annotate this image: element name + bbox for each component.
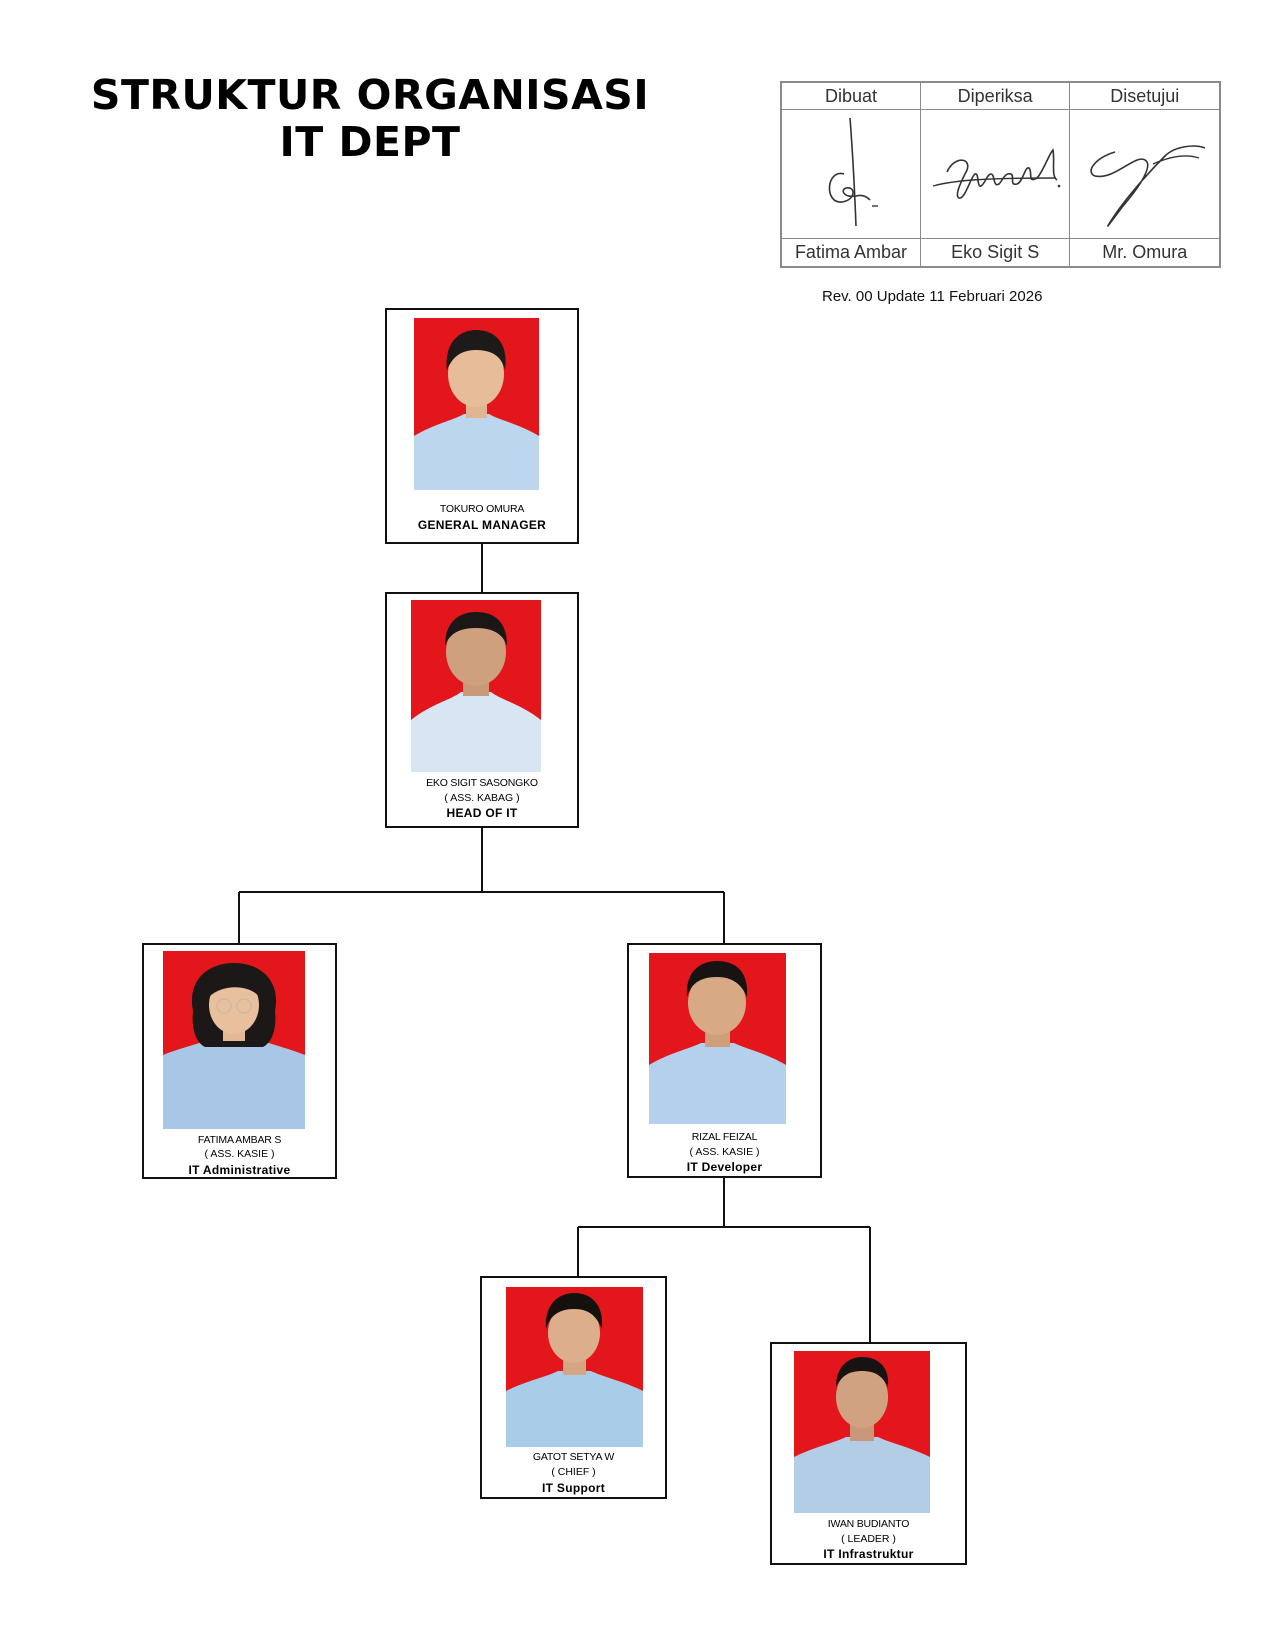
photo-general-manager (414, 318, 539, 490)
signature-mark-1 (828, 117, 878, 227)
person-role: IT Developer (686, 1160, 763, 1174)
photo-head-of-it (411, 600, 541, 772)
org-card-head-of-it: EKO SIGIT SASONGKO ( ASS. KABAG ) HEAD O… (385, 592, 579, 828)
signature-mark-3 (1090, 145, 1206, 227)
approval-name-approved: Mr. Omura (1069, 238, 1221, 268)
title-line-1: STRUKTUR ORGANISASI (90, 71, 650, 119)
person-role: IT Administrative (188, 1163, 291, 1177)
person-name: EKO SIGIT SASONGKO (426, 777, 538, 789)
person-grade: ( ASS. KASIE ) (689, 1146, 760, 1158)
person-role: GENERAL MANAGER (417, 518, 547, 532)
person-silhouette-icon (649, 961, 786, 1124)
person-name: FATIMA AMBAR S (197, 1134, 282, 1146)
org-card-it-infrastruktur: IWAN BUDIANTO ( LEADER ) IT Infrastruktu… (770, 1342, 967, 1565)
signature-checked (919, 109, 1071, 239)
person-silhouette-icon (163, 963, 305, 1129)
person-grade: ( ASS. KASIE ) (204, 1148, 275, 1160)
title-line-2: IT DEPT (279, 118, 461, 166)
revision-note: Rev. 00 Update 11 Februari 2026 (822, 288, 1043, 305)
person-role: HEAD OF IT (446, 806, 518, 820)
photo-it-developer (649, 953, 786, 1124)
org-card-general-manager: TOKURO OMURA GENERAL MANAGER (385, 308, 579, 544)
person-role: IT Support (542, 1481, 605, 1495)
signature-approved (1069, 109, 1221, 239)
person-role: IT Infrastruktur (823, 1547, 914, 1561)
approval-name-made: Fatima Ambar (780, 238, 921, 268)
org-card-it-administrative: FATIMA AMBAR S ( ASS. KASIE ) IT Adminis… (142, 943, 337, 1179)
person-name: RIZAL FEIZAL (691, 1131, 758, 1143)
signature-mark-2 (933, 148, 1061, 199)
approval-table: Dibuat Diperiksa Disetujui Fatim (780, 81, 1221, 268)
person-name: GATOT SETYA W (532, 1451, 615, 1463)
photo-it-support (506, 1287, 643, 1447)
approval-name-checked: Eko Sigit S (919, 238, 1071, 268)
org-card-it-developer: RIZAL FEIZAL ( ASS. KASIE ) IT Developer (627, 943, 822, 1178)
person-name: IWAN BUDIANTO (827, 1518, 910, 1530)
person-silhouette-icon (411, 612, 541, 772)
page-title: STRUKTUR ORGANISASI IT DEPT (60, 72, 680, 166)
photo-it-administrative (163, 951, 305, 1129)
person-silhouette-icon (506, 1293, 643, 1447)
person-grade: ( ASS. KABAG ) (444, 792, 520, 804)
person-silhouette-icon (794, 1357, 930, 1513)
signature-made (780, 109, 921, 239)
org-card-it-support: GATOT SETYA W ( CHIEF ) IT Support (480, 1276, 667, 1499)
person-grade: ( CHIEF ) (551, 1466, 596, 1478)
person-silhouette-icon (414, 330, 539, 490)
person-name: TOKURO OMURA (439, 503, 525, 515)
photo-it-infrastruktur (794, 1351, 930, 1513)
approval-heading-made: Dibuat (780, 81, 921, 110)
person-grade: ( LEADER ) (841, 1533, 896, 1545)
